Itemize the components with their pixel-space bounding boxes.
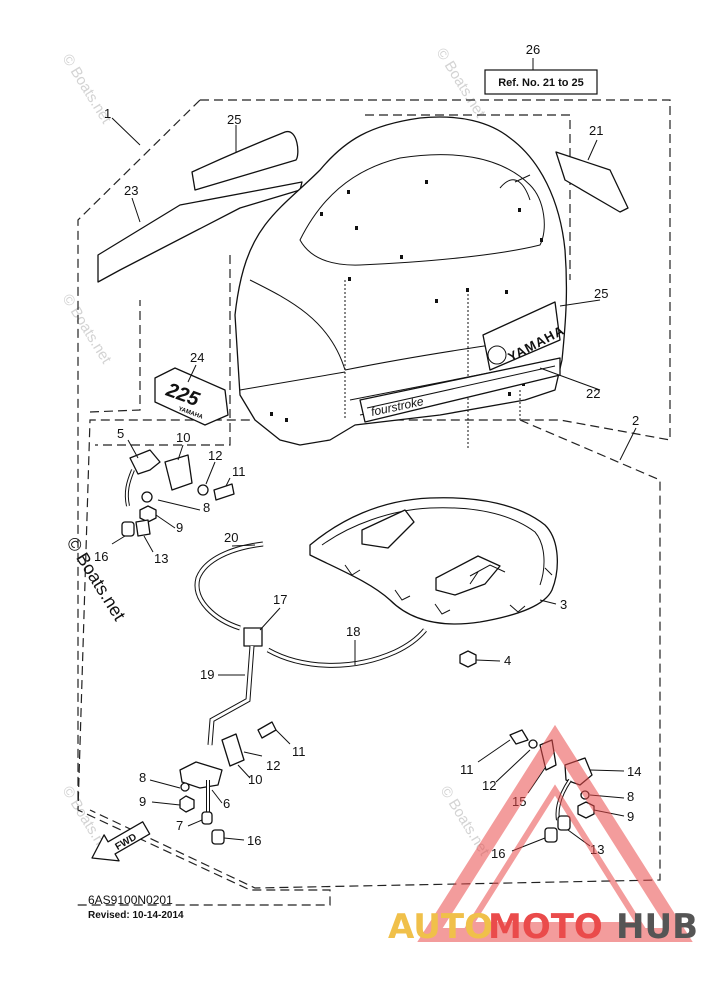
top-cowling xyxy=(234,116,568,450)
callout-25-side: 25 xyxy=(594,286,608,301)
callout-24: 24 xyxy=(190,350,204,365)
revision-date: Revised: 10-14-2014 xyxy=(88,910,184,921)
watermark-text-dark: © Boats.net xyxy=(63,534,130,625)
automotohub-logo: AUTO MOTO HUB xyxy=(388,724,698,947)
callout-9-right: 9 xyxy=(627,809,634,824)
logo-hub: HUB xyxy=(616,907,698,947)
nut-4 xyxy=(459,650,477,668)
callout-7: 7 xyxy=(176,818,183,833)
callout-2: 2 xyxy=(632,413,639,428)
callout-13-left: 13 xyxy=(154,551,168,566)
callout-16-bottom-left: 16 xyxy=(247,833,261,848)
fwd-label: FWD xyxy=(114,832,139,853)
joint-17 xyxy=(243,627,263,647)
bracket-assembly-bottom-left xyxy=(179,721,277,845)
callout-10-bottom: 10 xyxy=(248,772,262,787)
hoses xyxy=(194,541,427,746)
emblem-24: 225 YAMAHA xyxy=(154,367,229,426)
callout-8-top: 8 xyxy=(203,500,210,515)
watermark-text: © Boats.net xyxy=(433,45,490,121)
bracket-assembly-top-left xyxy=(121,449,235,537)
logo-moto: MOTO xyxy=(488,907,603,947)
callout-17: 17 xyxy=(273,592,287,607)
callout-23: 23 xyxy=(124,183,138,198)
callout-11-mid: 11 xyxy=(292,744,306,759)
callout-18: 18 xyxy=(346,624,360,639)
reference-range: Ref. No. 21 to 25 xyxy=(498,77,584,89)
callout-4: 4 xyxy=(504,653,511,668)
callout-12-right: 12 xyxy=(482,778,496,793)
decal-21 xyxy=(555,151,629,213)
callout-22: 22 xyxy=(586,386,600,401)
callout-12-top: 12 xyxy=(208,448,222,463)
callout-26: 26 xyxy=(526,42,540,57)
callout-11-top: 11 xyxy=(232,464,246,479)
callout-11-right: 11 xyxy=(460,762,474,777)
decal-top-25 xyxy=(191,131,299,191)
callout-10-top: 10 xyxy=(176,430,190,445)
callout-12-mid: 12 xyxy=(266,758,280,773)
assembly-outline-left xyxy=(77,99,201,805)
callout-1: 1 xyxy=(104,106,111,121)
watermark-text: © Boats.net xyxy=(59,291,116,367)
reference-box: 26 Ref. No. 21 to 25 xyxy=(484,42,598,95)
callout-19: 19 xyxy=(200,667,214,682)
callout-9-top: 9 xyxy=(176,520,183,535)
callout-8-right: 8 xyxy=(627,789,634,804)
callout-9-left: 9 xyxy=(139,794,146,809)
reference-dashed-outline xyxy=(95,114,571,446)
logo-auto: AUTO xyxy=(388,907,493,947)
callout-3: 3 xyxy=(560,597,567,612)
part-code: 6AS9100N0201 xyxy=(88,893,173,907)
assembly-outline-top-cowling xyxy=(75,99,671,906)
callout-6: 6 xyxy=(223,796,230,811)
callout-16-bottom-right: 16 xyxy=(491,846,505,861)
callout-16-top: 16 xyxy=(94,549,108,564)
seal-3 xyxy=(309,497,558,625)
callout-14: 14 xyxy=(627,764,641,779)
callout-labels: 1 25 21 23 25 22 24 2 3 4 5 10 12 11 8 9… xyxy=(94,106,641,861)
assembly-outline-bottom xyxy=(89,300,661,889)
callout-8-left: 8 xyxy=(139,770,146,785)
callout-25-top: 25 xyxy=(227,112,241,127)
callout-21: 21 xyxy=(589,123,603,138)
callout-20: 20 xyxy=(224,530,238,545)
callout-5: 5 xyxy=(117,426,124,441)
